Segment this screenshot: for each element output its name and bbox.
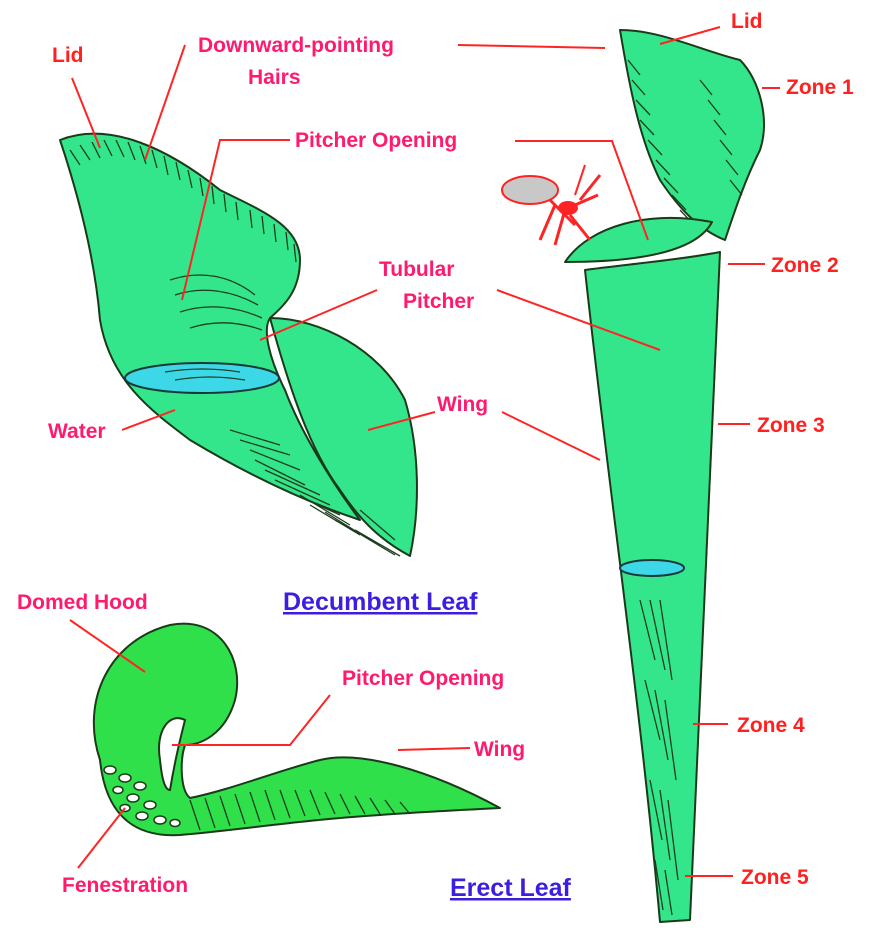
label-zone-4: Zone 4 [737, 714, 805, 737]
label-downward-hairs-line1: Downward-pointing [198, 34, 394, 57]
label-lid-right: Lid [731, 10, 763, 33]
erect-water-surface [620, 560, 684, 576]
water-surface [125, 363, 279, 393]
label-pitcher-opening-top: Pitcher Opening [295, 129, 457, 152]
label-zone-2: Zone 2 [771, 254, 839, 277]
label-water: Water [48, 420, 106, 443]
domed-hood-illustration [94, 624, 500, 836]
label-downward-hairs-line2: Hairs [248, 66, 301, 89]
label-wing-top: Wing [437, 393, 488, 416]
erect-leaf-illustration [502, 30, 764, 922]
label-tubular: Tubular [379, 258, 454, 281]
label-pitcher: Pitcher [403, 290, 474, 313]
label-zone-1: Zone 1 [786, 76, 854, 99]
label-zone-3: Zone 3 [757, 414, 825, 437]
label-domed-hood: Domed Hood [17, 591, 148, 614]
label-lid-left: Lid [52, 44, 84, 67]
label-zone-5: Zone 5 [741, 866, 809, 889]
label-wing-bottom: Wing [474, 738, 525, 761]
decumbent-leaf-illustration [60, 134, 417, 556]
insect-icon [502, 165, 600, 245]
title-decumbent-leaf: Decumbent Leaf [283, 588, 478, 616]
label-fenestration: Fenestration [62, 874, 188, 897]
title-erect-leaf: Erect Leaf [450, 874, 572, 902]
label-pitcher-opening-bottom: Pitcher Opening [342, 667, 504, 690]
